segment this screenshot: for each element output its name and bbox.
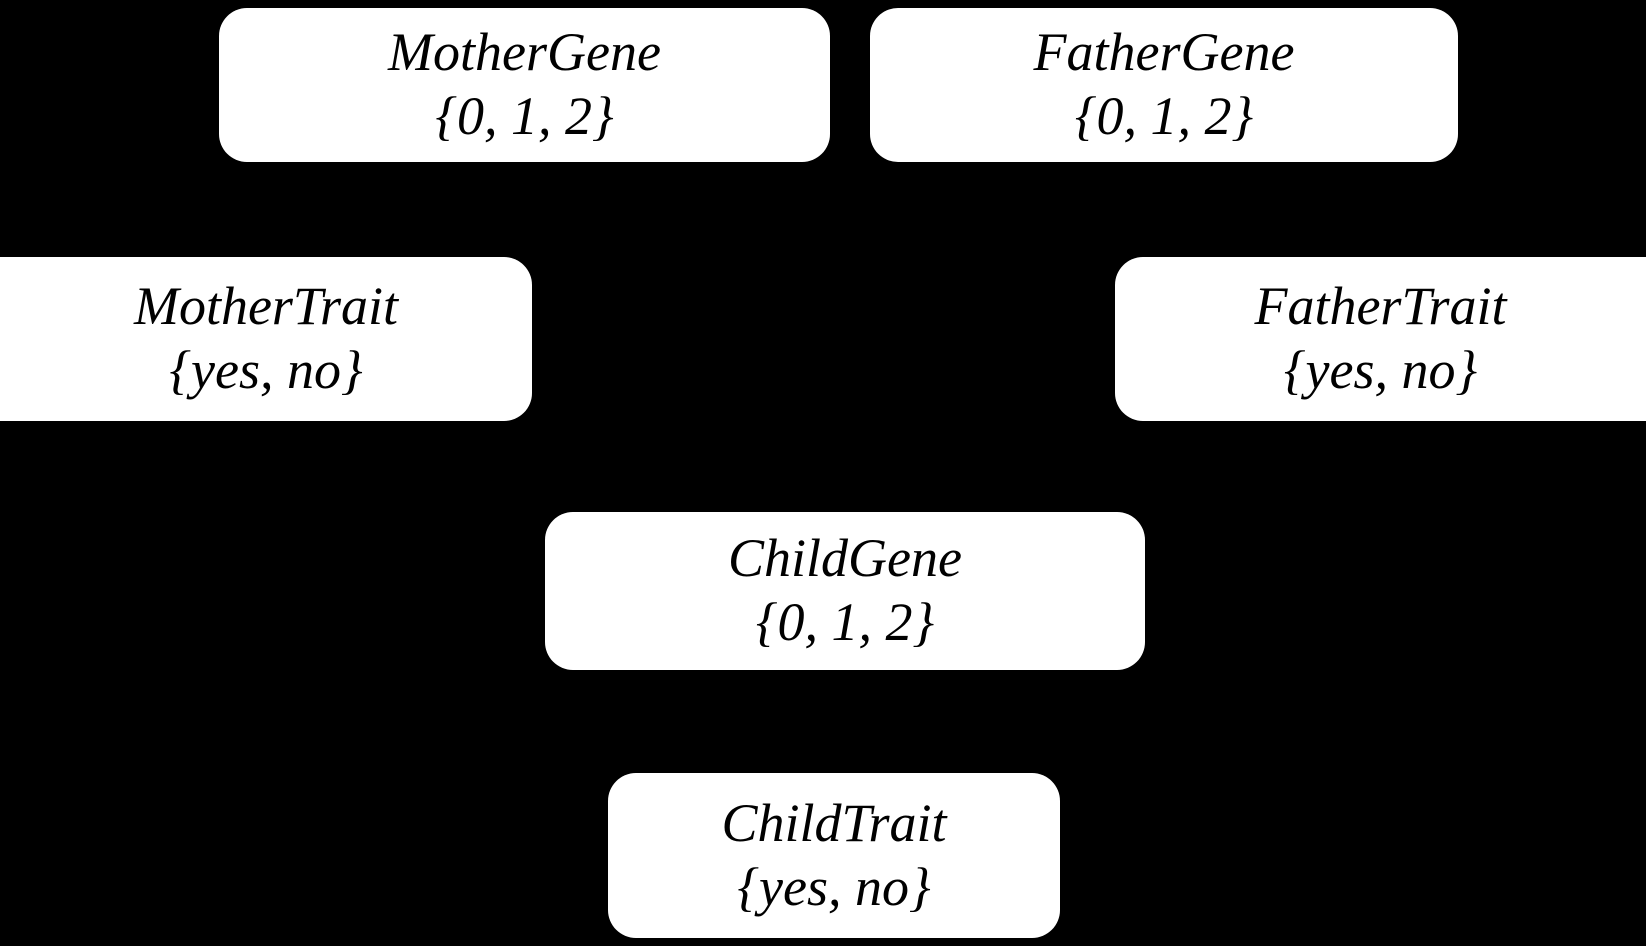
node-mother-trait-domain: {yes, no} xyxy=(169,340,363,400)
node-mother-trait[interactable]: MotherTrait {yes, no} xyxy=(0,257,532,421)
node-mother-gene[interactable]: MotherGene {0, 1, 2} xyxy=(219,8,830,162)
node-mother-gene-domain: {0, 1, 2} xyxy=(435,86,614,146)
node-child-gene[interactable]: ChildGene {0, 1, 2} xyxy=(545,512,1145,670)
node-father-trait[interactable]: FatherTrait {yes, no} xyxy=(1115,257,1646,421)
node-child-gene-domain: {0, 1, 2} xyxy=(755,592,935,652)
node-child-trait-title: ChildTrait xyxy=(721,792,947,853)
node-father-trait-title: FatherTrait xyxy=(1254,276,1507,337)
node-child-trait[interactable]: ChildTrait {yes, no} xyxy=(608,773,1060,938)
node-child-trait-domain: {yes, no} xyxy=(737,856,931,917)
node-father-gene-domain: {0, 1, 2} xyxy=(1074,86,1254,146)
node-father-gene[interactable]: FatherGene {0, 1, 2} xyxy=(870,8,1458,162)
node-father-trait-domain: {yes, no} xyxy=(1283,340,1478,400)
node-mother-trait-title: MotherTrait xyxy=(133,276,399,337)
node-mother-gene-title: MotherGene xyxy=(388,22,661,83)
node-child-gene-title: ChildGene xyxy=(728,528,962,589)
node-father-gene-title: FatherGene xyxy=(1033,22,1295,83)
